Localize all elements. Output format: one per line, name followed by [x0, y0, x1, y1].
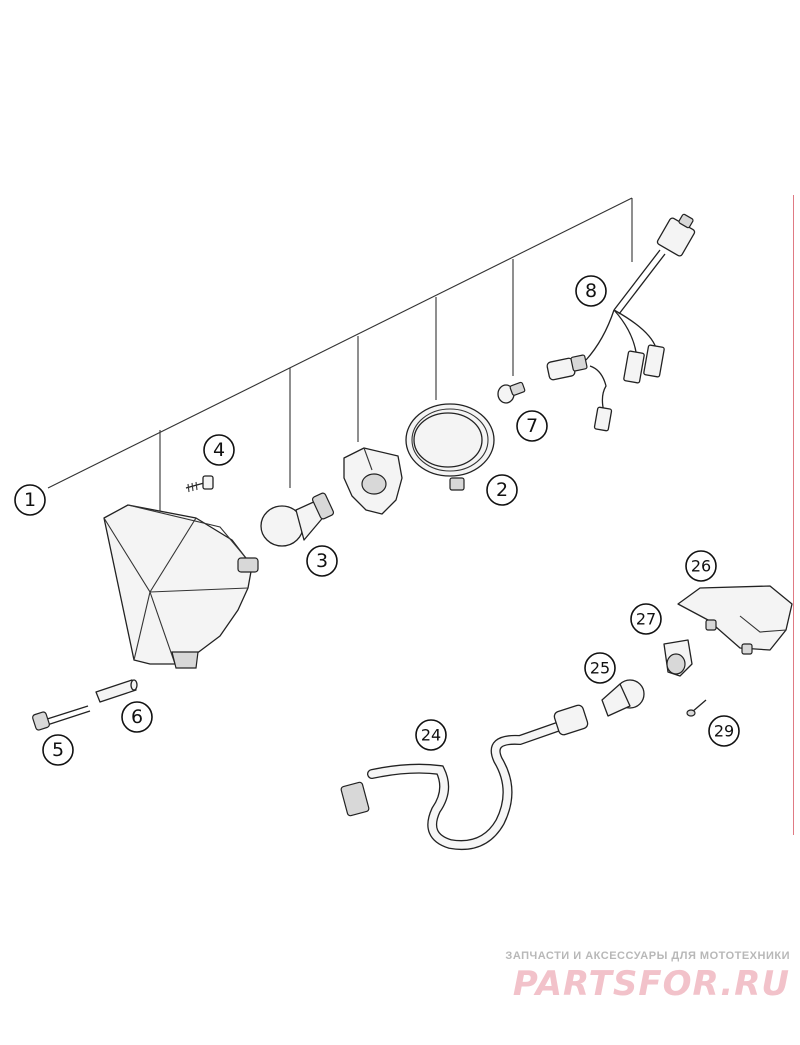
callout-label: 24 [421, 726, 441, 745]
callout-label: 8 [585, 280, 597, 302]
callout-label: 2 [496, 479, 508, 501]
callout-label: 3 [316, 550, 328, 572]
callout-5: 5 [42, 734, 74, 766]
tail-light-cable [340, 704, 589, 850]
parking-bulb [497, 381, 526, 404]
callout-8: 8 [575, 275, 607, 307]
callout-1: 1 [14, 484, 46, 516]
callout-label: 27 [636, 610, 656, 629]
callout-26: 26 [685, 550, 717, 582]
callout-3: 3 [306, 545, 338, 577]
screw-4 [185, 475, 214, 493]
callout-label: 6 [131, 706, 143, 728]
watermark-tagline: ЗАПЧАСТИ И АКСЕССУАРЫ ДЛЯ МОТОТЕХНИКИ [505, 950, 790, 962]
assembly-leader-lines [47, 197, 633, 512]
right-edge-line [793, 195, 794, 835]
spacer-sleeve [95, 679, 138, 703]
callout-4: 4 [203, 434, 235, 466]
bulb-holder-plate [343, 447, 403, 515]
tail-light-bulb [601, 679, 645, 717]
callout-29: 29 [708, 715, 740, 747]
screw-29 [686, 699, 707, 717]
watermark-logo: PARTSFOR.RU [512, 964, 790, 1004]
callout-2: 2 [486, 474, 518, 506]
callout-24: 24 [415, 719, 447, 751]
callout-25: 25 [584, 652, 616, 684]
callout-label: 29 [714, 722, 734, 741]
rubber-boot [405, 403, 495, 491]
callout-label: 1 [24, 489, 36, 511]
bulb-socket [663, 639, 693, 677]
headlight-wiring-harness [546, 213, 696, 432]
callout-6: 6 [121, 701, 153, 733]
callout-7: 7 [516, 410, 548, 442]
watermark: ЗАПЧАСТИ И АКСЕССУАРЫ ДЛЯ МОТОТЕХНИКИ PA… [505, 950, 790, 1004]
callout-27: 27 [630, 603, 662, 635]
headlight-housing [103, 504, 259, 669]
callout-label: 25 [590, 659, 610, 678]
callout-label: 5 [52, 739, 64, 761]
long-bolt [32, 705, 91, 731]
tail-light-lens [677, 585, 793, 655]
callout-label: 7 [526, 415, 538, 437]
callout-label: 26 [691, 557, 711, 576]
callout-label: 4 [213, 439, 225, 461]
headlight-bulb [260, 492, 335, 547]
